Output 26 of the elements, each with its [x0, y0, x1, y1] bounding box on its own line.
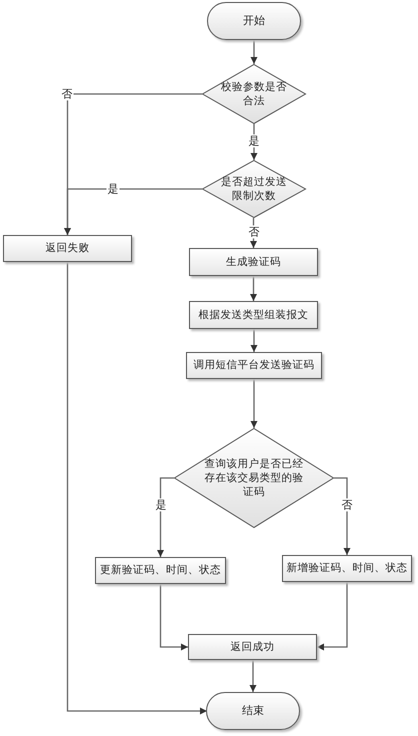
process-box: 返回成功 [188, 634, 317, 660]
edge-label: 是 [106, 182, 120, 196]
decision-diamond: 校验参数是否合法 [202, 64, 306, 124]
arrow [64, 188, 202, 235]
process-box: 新增验证码、时间、状态 [282, 555, 412, 582]
process-box: 生成验证码 [189, 248, 318, 276]
edge-label: 是 [154, 498, 168, 512]
decision-diamond: 是否超过发送限制次数 [202, 160, 306, 218]
process-box: 根据发送类型组装报文 [189, 301, 318, 329]
arrow [250, 660, 256, 692]
arrow [250, 40, 258, 64]
arrow [250, 329, 258, 352]
process-box: 返回失败 [3, 235, 132, 262]
process-box: 调用短信平台发送验证码 [186, 352, 322, 379]
process-box: 更新验证码、时间、状态 [95, 557, 226, 584]
edge-label: 否 [60, 87, 74, 101]
arrow [250, 276, 257, 301]
arrow [250, 379, 258, 428]
arrow [66, 262, 207, 714]
decision-diamond: 查询该用户是否已经存在该交易类型的验证码 [174, 428, 334, 528]
edge-label: 否 [248, 225, 260, 239]
arrow [317, 582, 348, 650]
arrow [334, 477, 350, 555]
edge-label: 否 [340, 498, 354, 512]
edge-label: 是 [248, 134, 260, 148]
arrow [160, 584, 188, 650]
